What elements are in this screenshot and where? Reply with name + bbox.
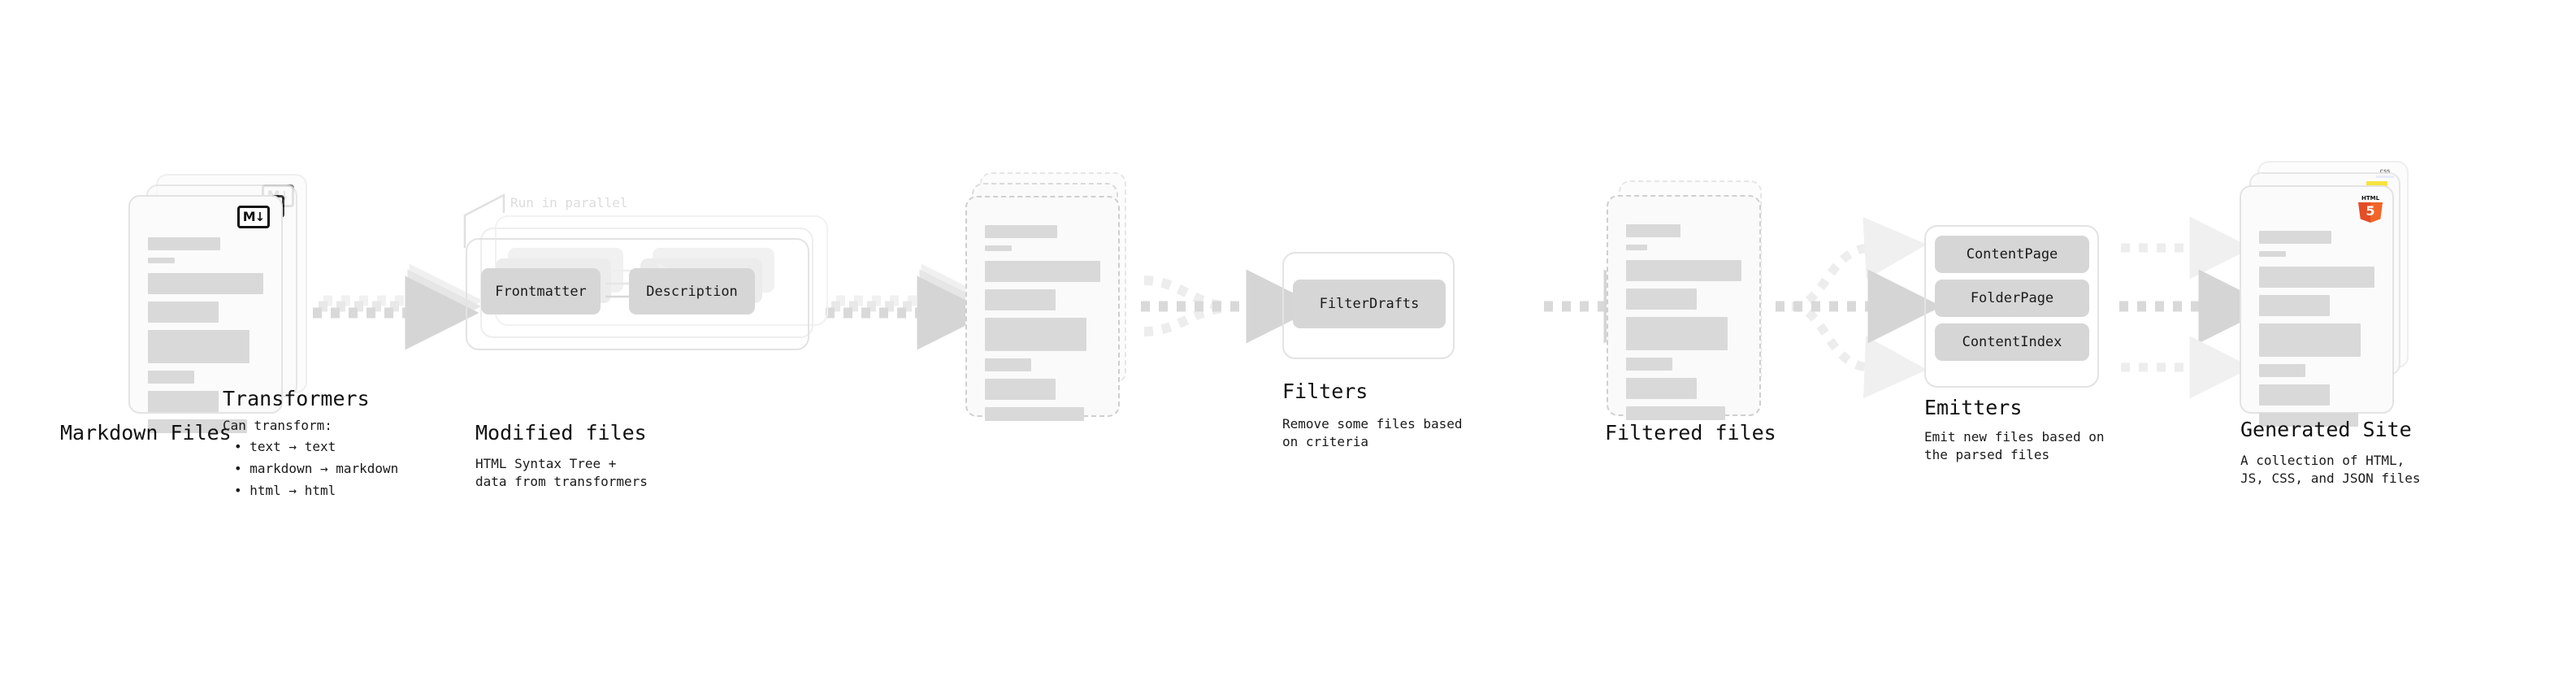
stage-title-modified-files: Modified files [475, 421, 647, 445]
arrow-filtered-to-emitters [1776, 216, 1942, 399]
transformers-chip-description[interactable]: Description [629, 268, 755, 314]
modified-card-front[interactable] [965, 196, 1120, 421]
emitters-chip-folderpage[interactable]: FolderPage [1935, 280, 2089, 317]
stage-title-transformers: Transformers [223, 387, 370, 410]
emitters-chip-contentpage[interactable]: ContentPage [1935, 236, 2089, 273]
stage-title-filters: Filters [1282, 380, 1368, 403]
generated-site-description: A collection of HTML, JS, CSS, and JSON … [2240, 453, 2421, 486]
arrow-transformers-to-modified [826, 263, 995, 350]
html5-icon-tag: HTML [2361, 195, 2380, 202]
arrow-markdown-to-transformers [313, 263, 484, 350]
transformers-description: Can transform: [223, 418, 332, 433]
site-content-lines [2259, 231, 2374, 434]
filters-description: Remove some files based on criteria [1282, 416, 1463, 449]
html5-icon-shield [2358, 202, 2383, 223]
html5-icon-version: 5 [2366, 203, 2375, 219]
modified-files-description: HTML Syntax Tree + data from transformer… [475, 456, 648, 489]
transformers-bullet-0: • text → text [234, 439, 336, 454]
modified-content-lines [985, 225, 1100, 428]
md-badge-m: M [242, 209, 256, 224]
css-icon-label: CSS [2376, 169, 2394, 175]
markdown-icon: M↓ [237, 206, 270, 228]
transformers-bullet-1: • markdown → markdown [234, 461, 399, 476]
arrow-emitters-to-site [2119, 216, 2273, 399]
emitters-chip-contentindex[interactable]: ContentIndex [1935, 323, 2089, 361]
filtered-card-front[interactable] [1607, 195, 1761, 420]
transformers-chip-frontmatter[interactable]: Frontmatter [481, 268, 601, 314]
emitters-box[interactable] [1924, 225, 2099, 388]
run-in-parallel-note: Run in parallel [510, 195, 628, 210]
stage-title-filtered-files: Filtered files [1605, 421, 1776, 445]
md-badge-arrow: ↓ [254, 209, 266, 224]
stage-title-emitters: Emitters [1924, 396, 2023, 419]
filtered-content-lines [1626, 224, 1741, 427]
arrow-modified-to-filters [1141, 269, 1321, 344]
filters-chip-filterdrafts[interactable]: FilterDrafts [1293, 280, 1446, 328]
stage-title-markdown-files: Markdown Files [60, 421, 232, 445]
html5-icon: HTML 5 [2358, 195, 2383, 223]
transformers-bullet-2: • html → html [234, 483, 336, 498]
emitters-description: Emit new files based on the parsed files [1924, 429, 2105, 462]
markdown-content-lines [148, 237, 263, 440]
filters-box[interactable] [1282, 252, 1455, 359]
site-card-front[interactable]: HTML 5 [2240, 185, 2394, 427]
transformers-box-front[interactable] [466, 238, 809, 350]
markdown-card-front[interactable]: M↓ [128, 195, 283, 433]
stage-title-generated-site: Generated Site [2240, 418, 2412, 441]
